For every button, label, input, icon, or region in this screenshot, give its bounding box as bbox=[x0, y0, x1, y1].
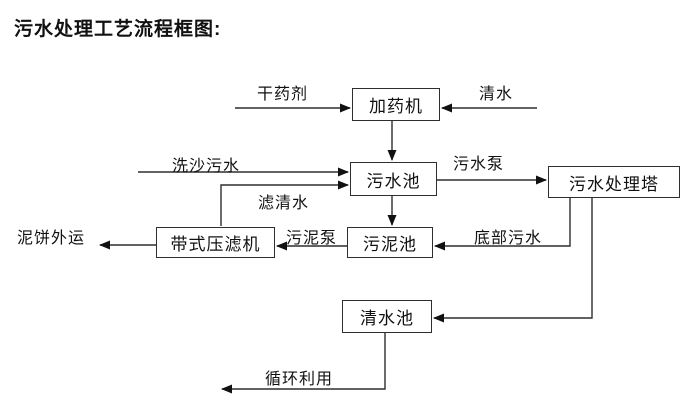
edge-clear-water-pool-to-recycle bbox=[221, 333, 386, 394]
edge-label-bottom-sewage: 底部污水 bbox=[474, 230, 543, 247]
node-clear-water-pool: 清水池 bbox=[342, 300, 432, 333]
edge-label-sewage-pump: 污水泵 bbox=[453, 156, 505, 173]
edge-label-filtered-clear-water: 滤清水 bbox=[258, 195, 310, 212]
node-belt-filter-press: 带式压滤机 bbox=[156, 227, 275, 258]
edge-label-clean-water: 清水 bbox=[479, 86, 514, 103]
edge-label-sand-washing-sewage: 洗沙污水 bbox=[172, 158, 241, 175]
edge-filtered-water-to-sewage-pool bbox=[220, 180, 349, 226]
edge-label-recycle-use: 循环利用 bbox=[265, 371, 334, 388]
edge-label-sludge-pump: 污泥泵 bbox=[286, 230, 338, 247]
node-sewage-pool: 污水池 bbox=[350, 162, 437, 196]
edge-bottom-sewage-to-sludge-pool bbox=[434, 198, 571, 251]
node-treatment-tower: 污水处理塔 bbox=[548, 166, 680, 198]
edge-tower-to-clear-water-pool bbox=[433, 198, 593, 323]
edge-label-mud-cake-outbound: 泥饼外运 bbox=[17, 230, 86, 247]
node-dosing-machine: 加药机 bbox=[352, 88, 440, 121]
node-sludge-pool: 污泥池 bbox=[347, 227, 433, 258]
edge-label-dry-chemical: 干药剂 bbox=[257, 86, 309, 103]
diagram-title: 污水处理工艺流程框图: bbox=[14, 19, 222, 40]
